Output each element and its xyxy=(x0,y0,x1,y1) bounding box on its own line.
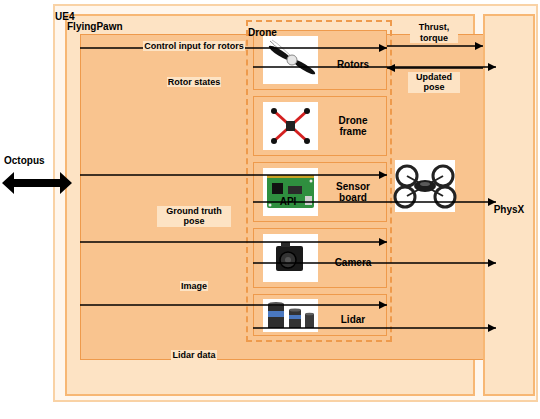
camera-picture xyxy=(263,234,318,282)
drone-picture xyxy=(395,160,455,212)
lidar-picture xyxy=(263,299,318,332)
node-label: Drone xyxy=(248,27,277,39)
label-holder: Octopus xyxy=(4,150,45,168)
node-label: Drone frame xyxy=(324,115,382,138)
node-label: PhysX xyxy=(485,204,533,216)
edge-label-holder: Updated pose xyxy=(408,72,460,94)
data-arrow xyxy=(253,66,496,67)
data-arrow xyxy=(387,67,483,68)
edge-label-holder: Lidar data xyxy=(171,344,216,362)
board-picture xyxy=(263,168,318,216)
node-label: API xyxy=(81,196,495,208)
data-arrow xyxy=(80,241,387,242)
rotor-picture xyxy=(263,36,318,84)
frame-picture xyxy=(263,102,318,150)
edge-label-holder: Image xyxy=(180,275,208,293)
edge-label: Rotor states xyxy=(167,77,222,87)
double-arrow xyxy=(2,172,72,194)
node-label: Rotors xyxy=(324,59,382,71)
component-box: Rotors xyxy=(253,30,387,90)
data-arrow xyxy=(253,327,496,328)
node-label: FlyingPawn xyxy=(67,21,123,33)
component-box: Lidar xyxy=(253,294,387,336)
component-box: Camera xyxy=(253,228,387,288)
component-box: Sensor board xyxy=(253,162,387,222)
data-arrow xyxy=(387,45,483,46)
edge-label: Control input for rotors xyxy=(143,41,244,51)
edge-label: Lidar data xyxy=(171,350,216,360)
node-label: Sensor board xyxy=(324,181,382,204)
edge-label: Updated pose xyxy=(408,72,460,93)
edge-label: Ground truth pose xyxy=(157,206,231,227)
engine-frame: APIRotorsDrone frameSensor boardCameraLi… xyxy=(53,4,538,402)
component-box: Drone frame xyxy=(253,96,387,156)
node-label: UE4 xyxy=(55,11,74,23)
edge-label: Image xyxy=(180,281,208,291)
data-arrow xyxy=(80,174,387,175)
data-arrow xyxy=(253,262,496,263)
system-label: Octopus xyxy=(4,155,45,167)
drone-group: RotorsDrone frameSensor boardCameraLidar… xyxy=(246,20,392,342)
edge-label-holder: Thrust, torque xyxy=(410,22,458,44)
edge-label-holder: Rotor states xyxy=(167,71,222,89)
data-arrow xyxy=(253,201,496,202)
edge-label-holder: Ground truth pose xyxy=(157,206,231,228)
edge-label-holder: Control input for rotors xyxy=(143,35,244,53)
edge-label: Thrust, torque xyxy=(410,22,458,43)
physics-box: PhysX xyxy=(483,14,535,396)
data-arrow xyxy=(80,304,387,305)
node-label: Lidar xyxy=(324,314,382,326)
node-label: Camera xyxy=(324,257,382,269)
